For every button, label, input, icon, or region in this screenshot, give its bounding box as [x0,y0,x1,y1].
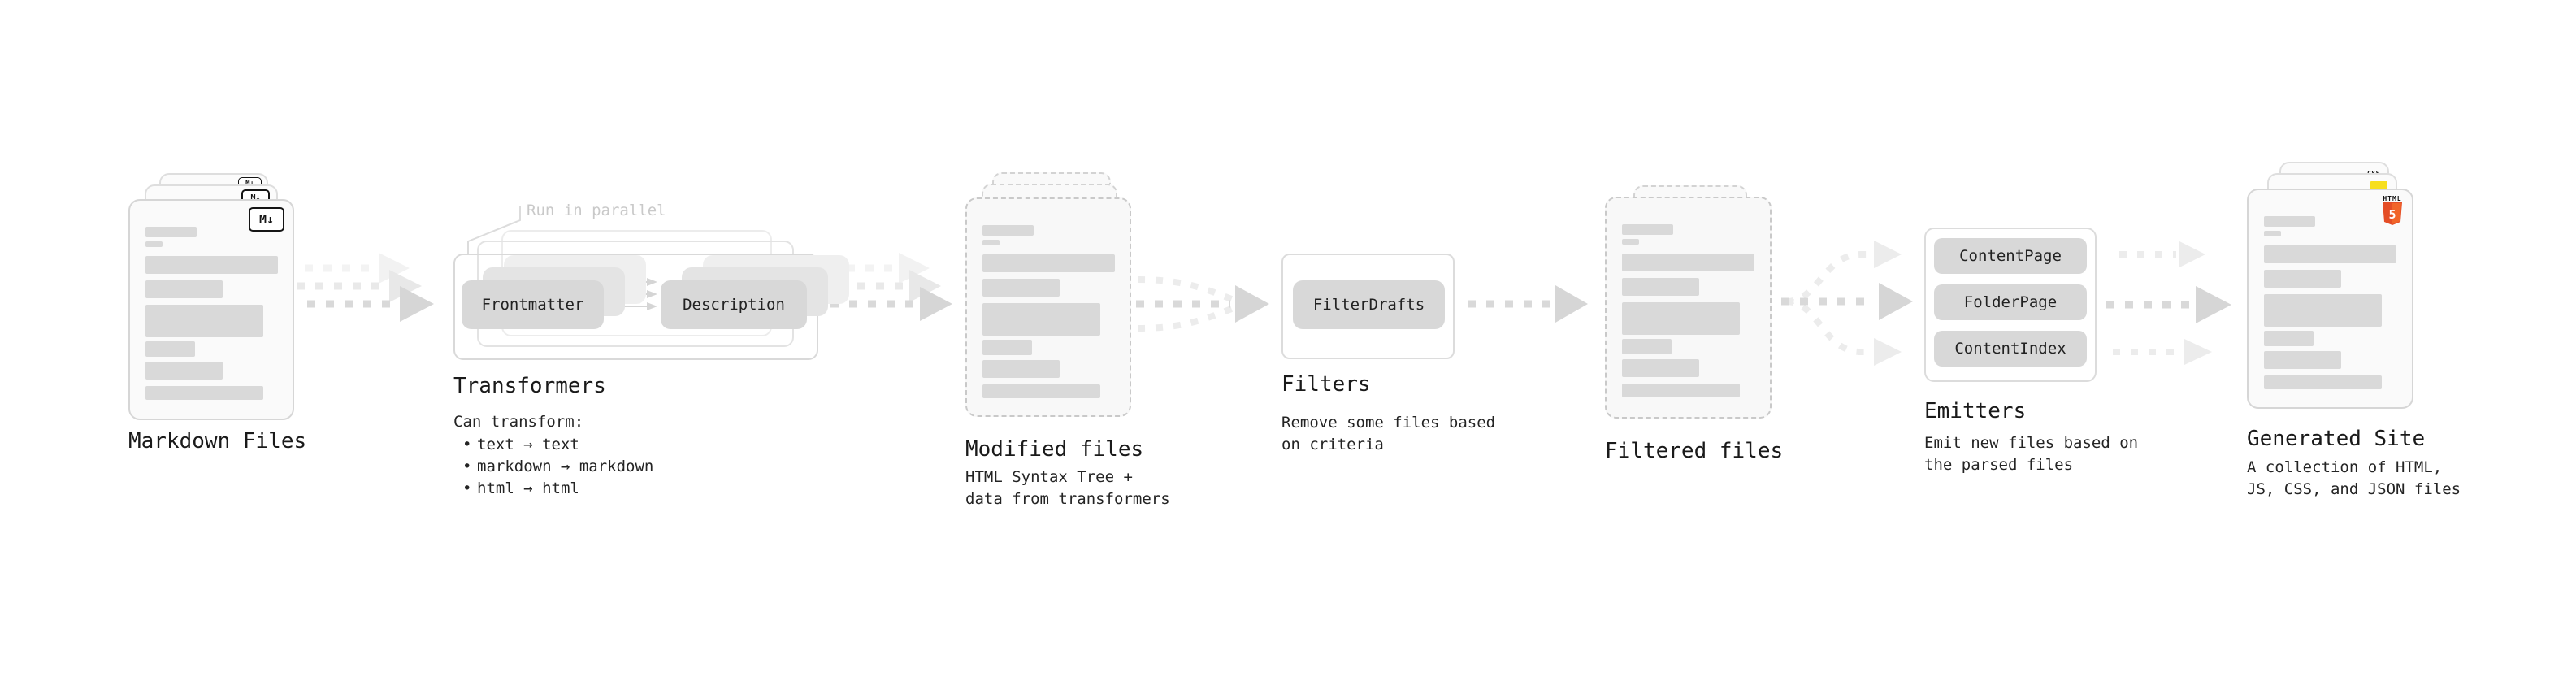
arrow-modified-to-filters [1136,276,1269,332]
modified-files-label: Modified files [965,437,1144,462]
filtered-file-card [1605,197,1772,419]
description-transformer: Description [661,280,807,329]
desc-line: data from transformers [965,490,1170,508]
text-line-bar [1622,384,1740,397]
markdown-icon: M↓ [249,207,284,232]
emitters-title: Emitters [1924,399,2027,423]
text-line-bar [145,362,223,380]
filter-drafts-filter: FilterDrafts [1293,280,1445,329]
content-index-emitter: ContentIndex [1934,331,2087,367]
arrow-markdown-to-transformers [286,253,434,322]
text-line-bar [982,303,1100,336]
text-line-bar [145,227,197,237]
text-line-bar [982,240,1000,245]
generated-html-file-card: HTML 5 [2247,189,2413,409]
desc-line: Remove some files based [1281,414,1496,432]
text-line-bar [2264,351,2341,369]
desc-line: JS, CSS, and JSON files [2247,480,2461,498]
generated-site-label: Generated Site [2247,427,2426,451]
transformers-bullet-list: text → text markdown → markdown html → h… [453,434,653,500]
arrow-filtered-to-emitters [1781,241,1913,366]
modified-file-card [965,197,1131,417]
text-line-bar [982,360,1060,378]
text-line-bar [145,386,263,400]
transformers-title: Transformers [453,374,606,398]
emitters-desc: Emit new files based on the parsed files [1924,432,2138,476]
text-line-bar [145,341,195,357]
text-line-bar [2264,216,2315,227]
desc-line: A collection of HTML, [2247,458,2443,476]
text-line-bar [1622,302,1740,335]
text-line-bar [982,279,1060,297]
desc-line: the parsed files [1924,456,2074,474]
transform-bullet: text → text [453,434,653,456]
text-line-bar [2264,231,2281,236]
desc-line: on criteria [1281,436,1384,453]
text-line-bar [1622,339,1672,354]
run-in-parallel-leader-line [467,206,521,254]
folder-page-emitter: FolderPage [1934,284,2087,320]
text-line-bar [1622,254,1754,271]
desc-line: Emit new files based on [1924,434,2139,452]
text-line-bar [982,340,1032,355]
text-line-bar [2264,294,2382,327]
text-line-bar [2264,270,2341,288]
text-line-bar [982,225,1034,236]
html5-icon: HTML 5 [2380,195,2405,227]
text-line-bar [2264,245,2396,263]
text-line-bar [982,254,1115,272]
html5-icon-word: HTML [2383,195,2402,202]
text-line-bar [145,241,163,247]
frontmatter-transformer: Frontmatter [462,280,604,329]
js-icon [2370,181,2387,189]
html5-shield: 5 [2383,202,2402,225]
run-in-parallel-note: Run in parallel [527,202,666,219]
text-line-bar [145,305,263,337]
arrow-filters-to-filtered [1468,285,1588,323]
desc-line: HTML Syntax Tree + [965,468,1133,486]
filters-title: Filters [1281,372,1371,397]
transformers-desc-heading: Can transform: [453,413,584,431]
text-line-bar [145,256,278,274]
text-line-bar [1622,224,1673,235]
generated-site-desc: A collection of HTML, JS, CSS, and JSON … [2247,457,2461,501]
modified-files-desc: HTML Syntax Tree + data from transformer… [965,466,1170,510]
text-line-bar [2264,375,2382,389]
content-page-emitter: ContentPage [1934,238,2087,274]
text-line-bar [2264,331,2314,346]
transform-bullet: html → html [453,478,653,500]
markdown-file-card: M↓ [128,199,294,420]
filtered-files-label: Filtered files [1605,439,1784,463]
svg-text:5: 5 [2388,207,2396,222]
text-line-bar [1622,239,1639,245]
arrow-emitters-to-generated [2106,241,2231,365]
text-line-bar [1622,278,1699,296]
arrow-transformers-to-modified [809,253,952,321]
markdown-files-label: Markdown Files [128,429,307,453]
filters-desc: Remove some files based on criteria [1281,412,1495,456]
text-line-bar [982,384,1100,398]
transform-bullet: markdown → markdown [453,456,653,478]
text-line-bar [145,280,223,298]
text-line-bar [1622,359,1699,377]
